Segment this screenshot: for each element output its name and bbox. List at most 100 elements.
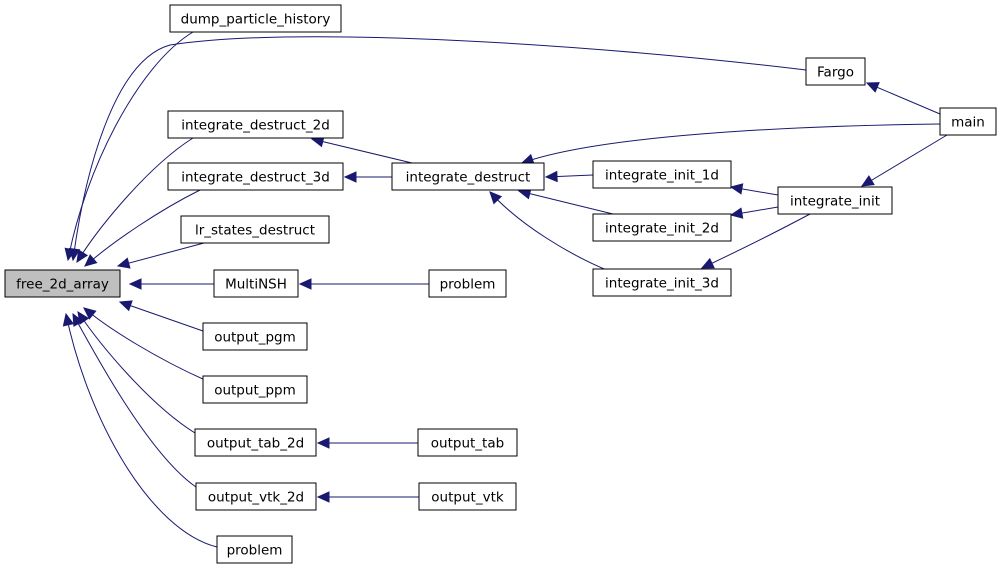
node-label: integrate_destruct_3d xyxy=(181,170,330,186)
node-lr_states_destruct[interactable]: lr_states_destruct xyxy=(180,215,330,244)
node-label: integrate_destruct_2d xyxy=(181,118,330,134)
edge-line xyxy=(65,313,218,548)
arrowhead-icon xyxy=(489,191,503,205)
node-box[interactable] xyxy=(777,186,893,215)
node-box[interactable] xyxy=(167,110,344,139)
edge-integrate_init-to-integrate_init_3d xyxy=(700,213,811,269)
edge-output_vtk-to-output_vtk_2d xyxy=(316,491,419,503)
node-output_vtk_2d[interactable]: output_vtk_2d xyxy=(195,482,317,511)
node-box[interactable] xyxy=(592,213,732,242)
edge-integrate_init-to-integrate_init_2d xyxy=(729,206,779,219)
node-box[interactable] xyxy=(202,375,308,404)
node-box[interactable] xyxy=(167,162,344,191)
node-integrate_destruct_2d[interactable]: integrate_destruct_2d xyxy=(167,110,344,139)
arrowhead-icon xyxy=(118,300,133,312)
node-box[interactable] xyxy=(592,268,732,297)
node-label: integrate_init_1d xyxy=(605,168,719,184)
arrowhead-icon xyxy=(700,257,715,269)
node-box[interactable] xyxy=(428,269,507,298)
edge-main-to-Fargo xyxy=(865,82,941,115)
node-output_tab_2d[interactable]: output_tab_2d xyxy=(194,428,317,457)
arrowhead-icon xyxy=(68,247,81,262)
edge-lr_states_destruct-to-free_2d_array xyxy=(116,242,205,269)
edge-line xyxy=(861,134,948,187)
node-box[interactable] xyxy=(939,107,997,136)
node-label: output_vtk xyxy=(431,490,504,506)
edge-MultiNSH-to-free_2d_array xyxy=(128,278,214,290)
node-label: Fargo xyxy=(817,65,854,81)
node-Fargo[interactable]: Fargo xyxy=(805,57,866,86)
node-label: MultiNSH xyxy=(225,277,287,293)
node-label: dump_particle_history xyxy=(181,12,331,28)
edge-integrate_init_3d-to-integrate_destruct xyxy=(489,191,610,272)
node-main[interactable]: main xyxy=(939,107,997,136)
node-problem_a[interactable]: problem xyxy=(216,535,293,564)
edge-problem_b-to-MultiNSH xyxy=(298,278,429,290)
node-problem_b[interactable]: problem xyxy=(428,269,507,298)
edge-output_tab-to-output_tab_2d xyxy=(316,437,418,449)
arrowhead-icon xyxy=(343,171,357,183)
node-label: integrate_destruct xyxy=(406,170,531,186)
node-label: output_tab_2d xyxy=(207,436,304,452)
node-box[interactable] xyxy=(417,428,518,457)
node-integrate_init_2d[interactable]: integrate_init_2d xyxy=(592,213,732,242)
node-box[interactable] xyxy=(4,269,121,298)
arrowhead-icon xyxy=(544,170,558,183)
node-output_ppm[interactable]: output_ppm xyxy=(202,375,308,404)
node-box[interactable] xyxy=(391,162,545,191)
edge-integrate_destruct_3d-to-free_2d_array xyxy=(84,189,201,267)
arrowhead-icon xyxy=(83,307,97,320)
edge-line xyxy=(77,311,196,434)
node-box[interactable] xyxy=(195,482,317,511)
node-box[interactable] xyxy=(169,4,342,33)
arrowhead-icon xyxy=(316,491,330,503)
arrowhead-icon xyxy=(865,82,880,93)
node-integrate_init_1d[interactable]: integrate_init_1d xyxy=(592,160,732,189)
arrowhead-icon xyxy=(62,312,75,327)
node-integrate_init_3d[interactable]: integrate_init_3d xyxy=(592,268,732,297)
node-output_pgm[interactable]: output_pgm xyxy=(202,322,308,351)
node-box[interactable] xyxy=(216,535,293,564)
arrowhead-icon xyxy=(316,437,330,449)
edge-output_ppm-to-free_2d_array xyxy=(83,307,206,381)
node-label: lr_states_destruct xyxy=(195,223,315,239)
node-integrate_init[interactable]: integrate_init xyxy=(777,186,893,215)
edges xyxy=(62,31,948,548)
edge-line xyxy=(67,31,194,261)
edge-line xyxy=(76,137,194,263)
edge-dump_particle_history-to-free_2d_array xyxy=(64,31,194,262)
edge-line xyxy=(84,189,201,267)
edge-line xyxy=(119,301,204,332)
edge-line xyxy=(518,190,614,215)
node-box[interactable] xyxy=(194,428,317,457)
node-box[interactable] xyxy=(202,322,308,351)
node-label: integrate_init xyxy=(790,194,880,210)
node-output_tab[interactable]: output_tab xyxy=(417,428,518,457)
node-integrate_destruct_3d[interactable]: integrate_destruct_3d xyxy=(167,162,344,191)
node-MultiNSH[interactable]: MultiNSH xyxy=(213,269,299,298)
node-label: integrate_init_2d xyxy=(605,221,719,237)
edge-line xyxy=(72,36,807,261)
node-label: problem xyxy=(440,277,496,293)
edge-line xyxy=(72,313,197,488)
arrowhead-icon xyxy=(729,207,744,219)
node-dump_particle_history[interactable]: dump_particle_history xyxy=(169,4,342,33)
node-output_vtk[interactable]: output_vtk xyxy=(418,482,517,511)
node-label: integrate_init_3d xyxy=(605,276,719,292)
edge-integrate_destruct_2d-to-free_2d_array xyxy=(76,137,194,264)
node-box[interactable] xyxy=(592,160,732,189)
node-box[interactable] xyxy=(418,482,517,511)
node-label: main xyxy=(951,115,985,131)
node-box[interactable] xyxy=(805,57,866,86)
edge-line xyxy=(117,242,205,267)
node-integrate_destruct[interactable]: integrate_destruct xyxy=(391,162,545,191)
node-label: problem xyxy=(227,543,283,559)
node-free_2d_array[interactable]: free_2d_array xyxy=(4,269,121,298)
node-label: free_2d_array xyxy=(16,277,109,293)
node-box[interactable] xyxy=(213,269,299,298)
node-box[interactable] xyxy=(180,215,330,244)
arrowhead-icon xyxy=(72,312,84,327)
edge-line xyxy=(521,123,941,164)
